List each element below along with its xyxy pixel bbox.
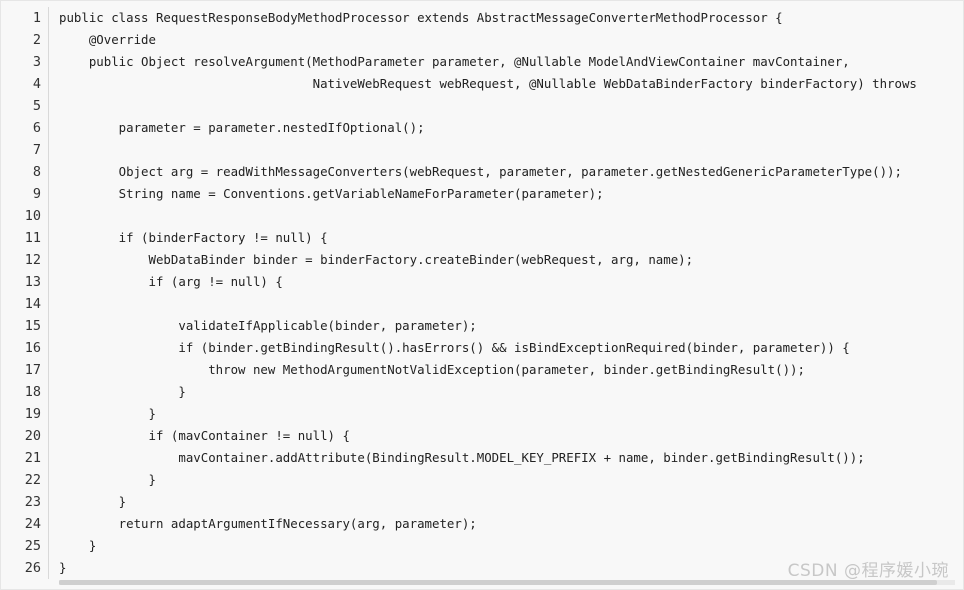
code-area[interactable]: public class RequestResponseBodyMethodPr… — [59, 7, 955, 579]
code-line: NativeWebRequest webRequest, @Nullable W… — [59, 76, 917, 91]
line-number: 21 — [24, 450, 41, 466]
code-line: } — [59, 472, 156, 487]
line-number-gutter: 1 2 3 4 5 6 7 8 9 10 11 12 13 14 15 16 1… — [1, 7, 49, 579]
line-number: 25 — [24, 538, 41, 554]
code-line: public class RequestResponseBodyMethodPr… — [59, 10, 783, 25]
code-line: } — [59, 406, 156, 421]
code-line: Object arg = readWithMessageConverters(w… — [59, 164, 902, 179]
code-line: WebDataBinder binder = binderFactory.cre… — [59, 252, 694, 267]
code-line: } — [59, 538, 97, 553]
code-line — [59, 205, 955, 227]
line-number: 1 — [32, 10, 41, 26]
code-line: validateIfApplicable(binder, parameter); — [59, 318, 477, 333]
code-line: return adaptArgumentIfNecessary(arg, par… — [59, 516, 477, 531]
line-number: 10 — [24, 208, 41, 224]
line-number: 14 — [24, 296, 41, 312]
line-number: 18 — [24, 384, 41, 400]
code-line: } — [59, 560, 67, 575]
code-line: if (mavContainer != null) { — [59, 428, 350, 443]
code-line: } — [59, 384, 186, 399]
code-line: if (binder.getBindingResult().hasErrors(… — [59, 340, 850, 355]
code-line: if (binderFactory != null) { — [59, 230, 328, 245]
code-line: } — [59, 494, 127, 509]
scrollbar-thumb[interactable] — [59, 580, 938, 585]
line-number: 15 — [24, 318, 41, 334]
code-line: parameter = parameter.nestedIfOptional()… — [59, 120, 425, 135]
line-number: 12 — [24, 252, 41, 268]
line-number: 8 — [32, 164, 41, 180]
line-number: 19 — [24, 406, 41, 422]
line-number: 5 — [32, 98, 41, 114]
line-number: 6 — [32, 120, 41, 136]
code-line: @Override — [59, 32, 156, 47]
code-line: mavContainer.addAttribute(BindingResult.… — [59, 450, 865, 465]
line-number: 23 — [24, 494, 41, 510]
line-number: 13 — [24, 274, 41, 290]
line-number: 9 — [32, 186, 41, 202]
code-line: public Object resolveArgument(MethodPara… — [59, 54, 850, 69]
code-line: if (arg != null) { — [59, 274, 283, 289]
line-number: 20 — [24, 428, 41, 444]
code-line: throw new MethodArgumentNotValidExceptio… — [59, 362, 805, 377]
code-line — [59, 139, 955, 161]
line-number: 24 — [24, 516, 41, 532]
line-number: 17 — [24, 362, 41, 378]
line-number: 7 — [32, 142, 41, 158]
code-line: String name = Conventions.getVariableNam… — [59, 186, 604, 201]
code-line — [59, 293, 955, 315]
line-number: 16 — [24, 340, 41, 356]
line-number: 4 — [32, 76, 41, 92]
line-number: 26 — [24, 560, 41, 576]
line-number: 2 — [32, 32, 41, 48]
horizontal-scrollbar[interactable] — [59, 580, 955, 585]
line-number: 3 — [32, 54, 41, 70]
csdn-watermark: CSDN @程序媛小琬 — [787, 561, 949, 581]
code-line — [59, 95, 955, 117]
line-number: 22 — [24, 472, 41, 488]
line-number: 11 — [24, 230, 41, 246]
